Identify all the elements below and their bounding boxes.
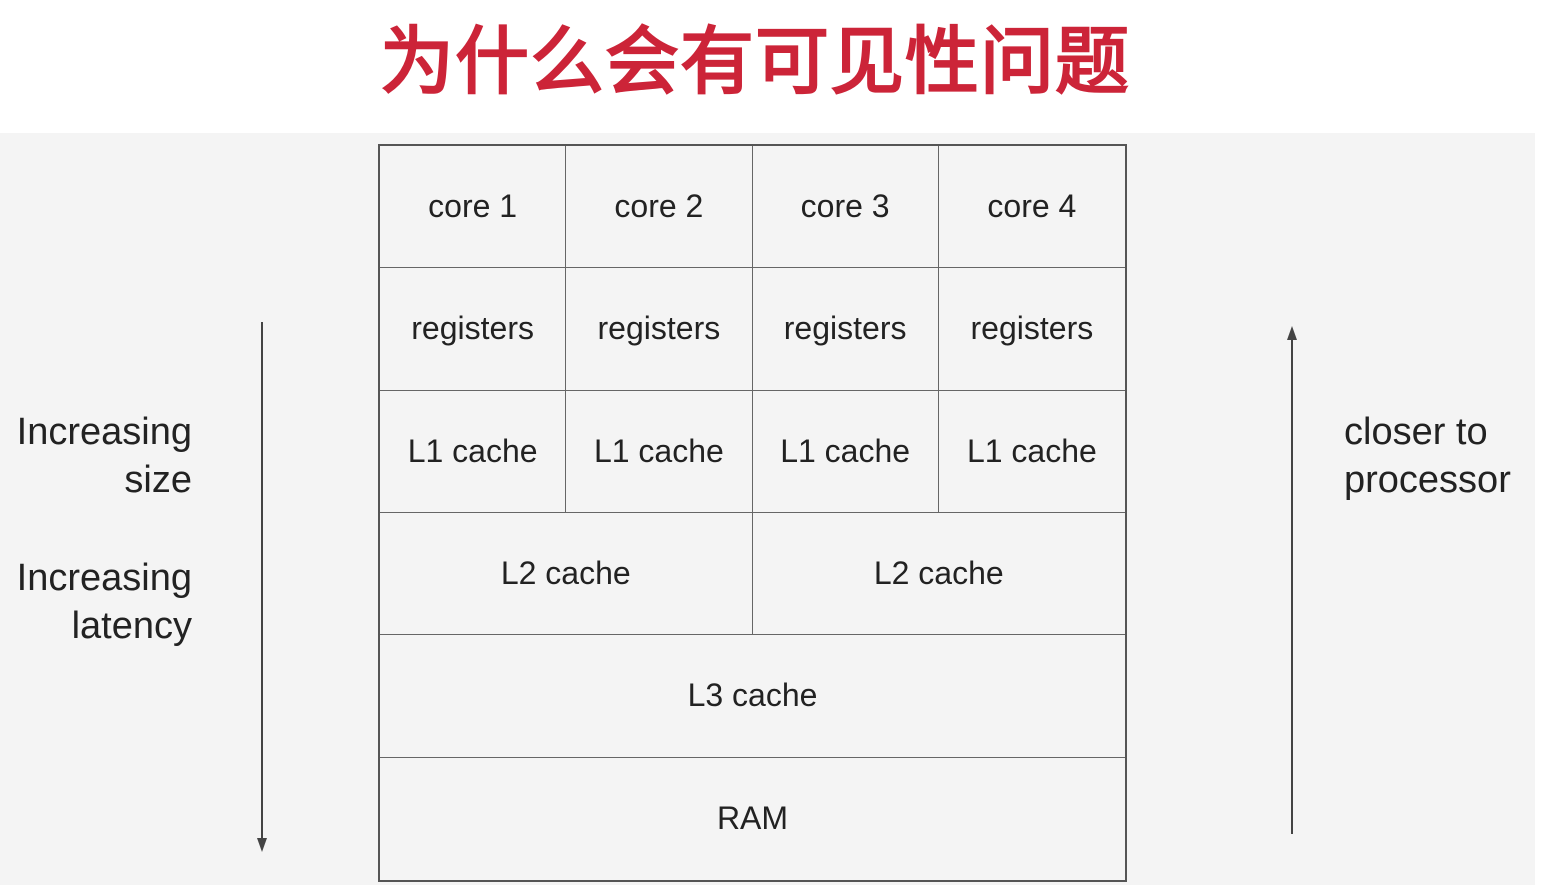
page-title: 为什么会有可见性问题 — [380, 19, 1130, 105]
registers-cell: registers — [752, 268, 939, 391]
up-arrow-icon — [1287, 326, 1297, 834]
increasing-size-line2: size — [124, 459, 192, 501]
registers-cell: registers — [938, 268, 1125, 391]
l3-cache-cell: L3 cache — [380, 635, 1125, 758]
core-cell: core 4 — [938, 146, 1125, 269]
registers-cell: registers — [380, 268, 567, 391]
increasing-size-line1: Increasing — [16, 411, 192, 453]
memory-hierarchy-diagram: core 1 core 2 core 3 core 4 registers re… — [378, 144, 1127, 882]
ram-cell: RAM — [716, 800, 789, 837]
increasing-size-label: Increasing size — [12, 408, 192, 504]
l1-cache-cell: L1 cache — [566, 390, 753, 513]
increasing-latency-line1: Increasing — [16, 557, 192, 599]
increasing-latency-label: Increasing latency — [12, 554, 192, 650]
closer-to-processor-label: closer to processor — [1344, 408, 1544, 504]
l1-cache-cell: L1 cache — [752, 390, 939, 513]
down-arrow-icon — [257, 322, 267, 852]
l2-cache-cell: L2 cache — [380, 513, 753, 636]
registers-cell: registers — [566, 268, 753, 391]
core-cell: core 3 — [752, 146, 939, 269]
increasing-latency-line2: latency — [71, 605, 192, 647]
closer-to-processor-line2: processor — [1344, 459, 1511, 501]
core-cell: core 2 — [566, 146, 753, 269]
l2-cache-cell: L2 cache — [752, 513, 1125, 636]
l1-cache-cell: L1 cache — [380, 390, 567, 513]
l1-cache-cell: L1 cache — [938, 391, 1125, 513]
closer-to-processor-line1: closer to — [1344, 411, 1488, 453]
core-cell: core 1 — [380, 146, 567, 269]
